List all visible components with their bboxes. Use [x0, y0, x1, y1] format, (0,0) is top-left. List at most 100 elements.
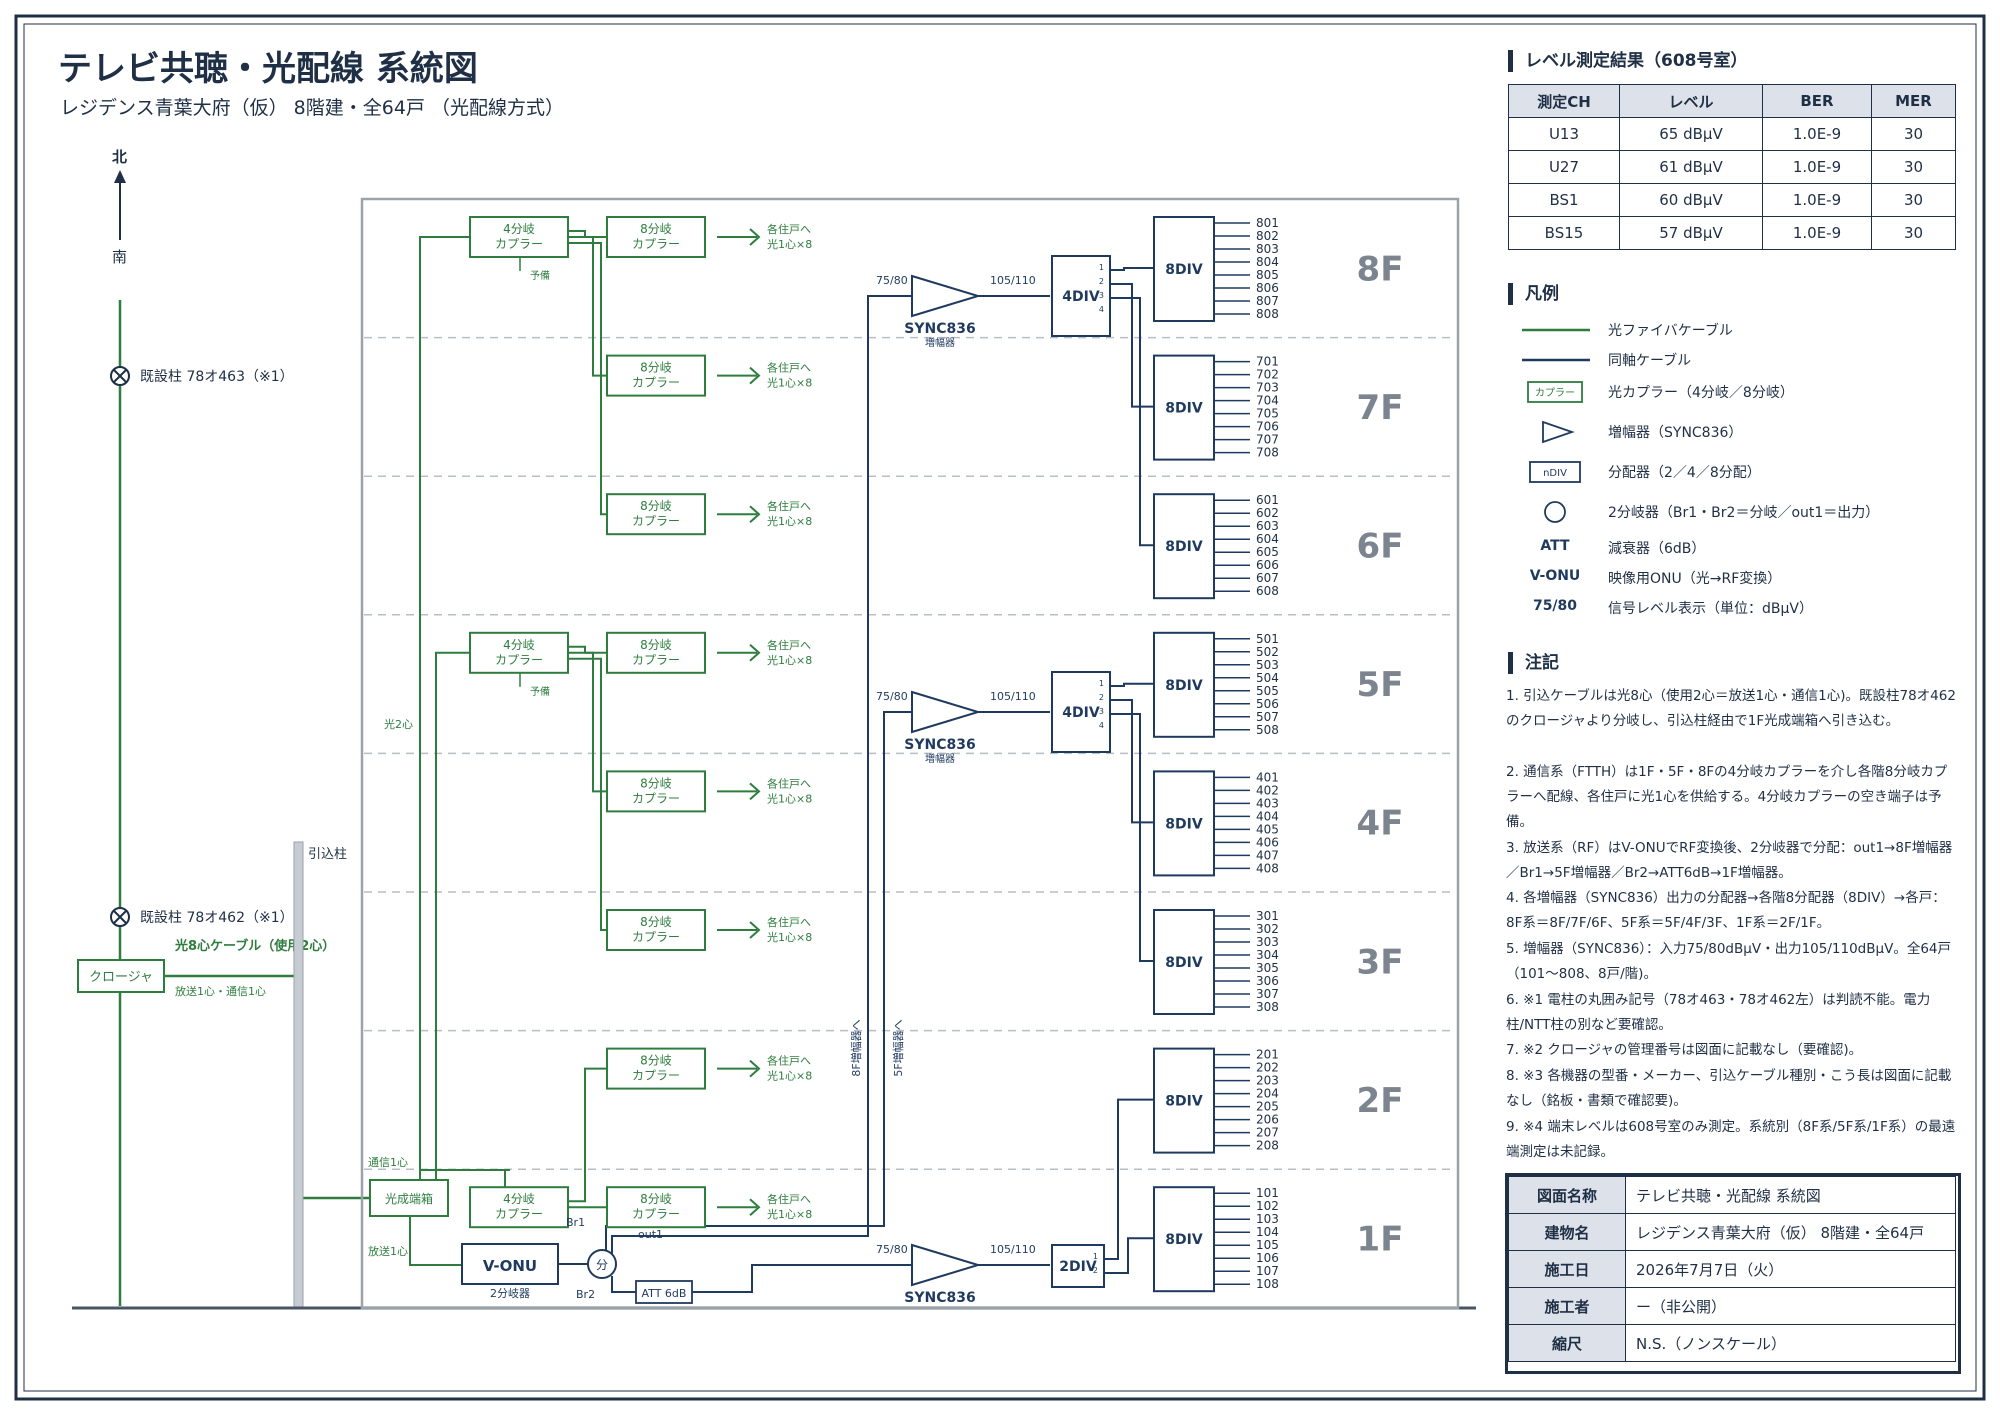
unit-destination-label: 光1心×8 — [767, 514, 812, 528]
unit-number: 307 — [1256, 987, 1279, 1001]
unit-destination-label: 各住戸へ — [767, 499, 811, 513]
legend-item-div: nDIV 分配器（2／4／8分配） — [1508, 458, 1958, 486]
title-value: ー（非公開） — [1625, 1287, 1956, 1325]
legend-heading: 凡例 — [1508, 283, 1559, 305]
legend-item-coupler: カプラー 光カプラー（4分岐／8分岐） — [1508, 378, 1958, 406]
unit-number: 803 — [1256, 242, 1279, 256]
unit-number: 507 — [1256, 710, 1279, 724]
unit-number: 105 — [1256, 1238, 1279, 1252]
unit-number: 503 — [1256, 658, 1279, 672]
floor-label-7f: 7F — [1357, 388, 1404, 428]
coupler-4way — [469, 1186, 569, 1229]
pole-78o462-label: 既設柱 78オ462（※1） — [140, 910, 294, 926]
note-item: 4. 各増幅器（SYNC836）出力の分配器→各階8分配器（8DIV）→各戸：8… — [1506, 890, 1946, 931]
floor-label-6f: 6F — [1357, 527, 1404, 567]
unit-number: 303 — [1256, 935, 1279, 949]
amplifier-icon — [1542, 420, 1575, 444]
level-heading: レベル測定結果（608号室） — [1508, 50, 1748, 72]
legend-item-vonu: V-ONU 映像用ONU（光→RF変換） — [1508, 564, 1958, 592]
unit-number: 606 — [1256, 558, 1279, 572]
unit-number: 301 — [1256, 909, 1279, 923]
table-cell: 57 dBμV — [1619, 216, 1763, 250]
divider-4way-label: 4DIV — [1062, 705, 1100, 721]
coupler-8way-label: カプラー — [632, 1069, 680, 1083]
unit-number: 208 — [1256, 1139, 1279, 1153]
coupler-8way — [606, 493, 706, 536]
drop-pole-label: 引込柱 — [308, 847, 347, 862]
divider-8way-label: 8DIV — [1165, 1232, 1203, 1248]
divider-8way — [1153, 1047, 1215, 1154]
v-onu-label: V-ONU — [483, 1257, 537, 1275]
legend-item-level: 75/80 信号レベル表示（単位：dBμV） — [1508, 594, 1958, 622]
page-title: テレビ共聴・光配線 系統図 — [58, 49, 478, 89]
coupler-8way — [606, 1186, 706, 1229]
legend-text: 増幅器（SYNC836） — [1608, 425, 1743, 441]
splitter-label: 分 — [596, 1258, 608, 1272]
floor-label-5f: 5F — [1357, 665, 1404, 705]
drop-cable-label: 光8心ケーブル（使用2心） — [174, 938, 335, 954]
unit-destination-label: 各住戸へ — [767, 361, 811, 375]
note-item: 6. ※1 電柱の丸囲み記号（78オ463・78オ462左）は判読不能。電力柱/… — [1506, 992, 1931, 1033]
optical-box-label: 光成端箱 — [385, 1191, 433, 1206]
comm-1core-label: 通信1心 — [368, 1156, 408, 1169]
pole-78o463 — [110, 366, 130, 386]
divider-port-number: 2 — [1093, 1266, 1098, 1275]
unit-number: 406 — [1256, 835, 1279, 849]
legend-item-splitter: 2分岐器（Br1・Br2＝分岐／out1＝出力） — [1508, 498, 1958, 526]
divider-4way — [1051, 671, 1111, 753]
spare-port-label: 予備 — [530, 685, 550, 698]
unit-number: 502 — [1256, 645, 1279, 659]
divider-8way-label: 8DIV — [1165, 1094, 1203, 1110]
divider-8way — [1153, 493, 1215, 600]
legend-text: 信号レベル表示（単位：dBμV） — [1608, 601, 1813, 617]
legend-item-fiber: 光ファイバケーブル — [1508, 316, 1958, 344]
coupler-8way-label: 8分岐 — [640, 222, 672, 236]
unit-number: 308 — [1256, 1000, 1279, 1014]
legend-text: 映像用ONU（光→RF変換） — [1608, 571, 1782, 587]
legend-item-att: ATT 減衰器（6dB） — [1508, 534, 1958, 562]
coupler-8way-label: カプラー — [632, 237, 680, 251]
note-item: 5. 増幅器（SYNC836）：入力75/80dBμV・出力105/110dBμ… — [1506, 941, 1952, 982]
divider-8way-label: 8DIV — [1165, 678, 1203, 694]
divider-port-number: 2 — [1099, 277, 1104, 286]
unit-number: 608 — [1256, 584, 1279, 598]
coupler-8way-label: カプラー — [632, 791, 680, 805]
amp-input-level: 75/80 — [876, 274, 908, 287]
amp-output-level: 105/110 — [990, 690, 1036, 703]
level-table-header-row: 測定CH レベル BER MER — [1508, 84, 1956, 118]
table-cell: 60 dBμV — [1619, 183, 1763, 217]
coupler-4way-label: 4分岐 — [503, 638, 535, 652]
title-block: 図面名称テレビ共聴・光配線 系統図 建物名レジデンス青葉大府（仮） 8階建・全6… — [1508, 1176, 1956, 1362]
unit-number: 501 — [1256, 632, 1279, 646]
title-value: 2026年7月7日（火） — [1625, 1250, 1956, 1288]
unit-number: 204 — [1256, 1087, 1279, 1101]
inner-border — [23, 23, 1977, 1392]
level-symbol: 75/80 — [1532, 598, 1578, 614]
amp-output-level: 105/110 — [990, 274, 1036, 287]
coupler-4way-label: 4分岐 — [503, 1192, 535, 1206]
unit-number: 102 — [1256, 1199, 1279, 1213]
unit-number: 405 — [1256, 822, 1279, 836]
to-8f-amp-label: 8F増幅器へ — [850, 1019, 863, 1076]
unit-destination-label: 各住戸へ — [767, 915, 811, 929]
unit-number: 408 — [1256, 861, 1279, 875]
unit-number: 806 — [1256, 281, 1279, 295]
fiber-line-icon — [1522, 328, 1590, 332]
divider-icon: nDIV — [1529, 461, 1581, 483]
attenuator — [635, 1280, 693, 1304]
floor-label-1f: 1F — [1357, 1220, 1404, 1260]
unit-number: 201 — [1256, 1048, 1279, 1062]
divider-port-number: 1 — [1099, 679, 1104, 688]
note-item: 8. ※3 各機器の型番・メーカー、引込ケーブル種別・こう長は図面に記載なし（銘… — [1506, 1068, 1952, 1109]
divider-8way — [1153, 354, 1215, 461]
table-cell: 61 dBμV — [1619, 150, 1763, 184]
unit-number: 404 — [1256, 809, 1279, 823]
coupler-8way — [606, 216, 706, 258]
coupler-8way-label: 8分岐 — [640, 361, 672, 375]
unit-number: 506 — [1256, 697, 1279, 711]
closure-label: クロージャ — [89, 970, 153, 985]
unit-number: 808 — [1256, 307, 1279, 321]
